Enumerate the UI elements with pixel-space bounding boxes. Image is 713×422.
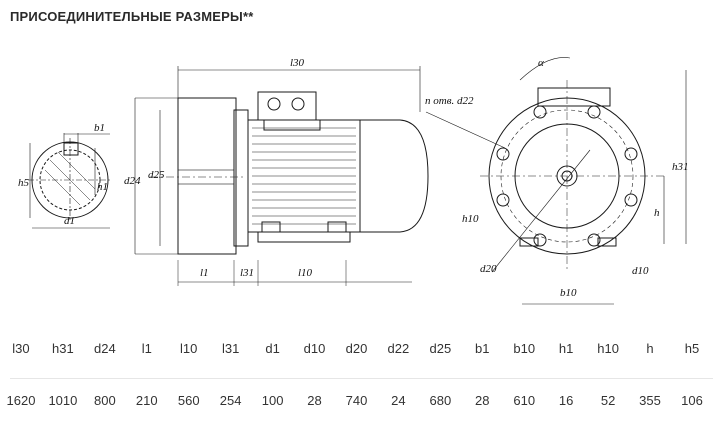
label-d10: d10	[632, 265, 649, 277]
header-cell: b1	[475, 340, 490, 356]
value-cell: 28	[307, 392, 322, 408]
label-l1: l1	[200, 267, 209, 279]
value-cell: 210	[135, 392, 158, 408]
header-cell: l10	[180, 340, 198, 356]
header-cell: l1	[141, 340, 152, 356]
table-divider	[10, 378, 713, 379]
header-cell: d20	[345, 340, 368, 356]
label-alpha: α	[538, 57, 544, 69]
header-cell: h	[646, 340, 654, 356]
header-cell: l30	[12, 340, 30, 356]
header-cell: d22	[387, 340, 410, 356]
header-cell: b10	[513, 340, 536, 356]
value-cell: 740	[345, 392, 368, 408]
label-d24: d24	[124, 175, 141, 187]
motor-side-view	[134, 66, 429, 286]
label-l31: l31	[240, 267, 254, 279]
label-h1: h1	[97, 181, 108, 193]
value-cell: 355	[639, 392, 661, 408]
header-cell: h31	[52, 340, 74, 356]
dimensions-table: l30 h31 d24 l1 l10 l31 d1 d10 d20 d22 d2…	[0, 336, 713, 422]
value-cell: 560	[177, 392, 200, 408]
header-cell: h5	[684, 340, 700, 356]
label-l10: l10	[298, 267, 313, 279]
label-b10: b10	[560, 287, 577, 299]
value-cell: 1620	[6, 392, 36, 408]
value-cell: 800	[93, 392, 116, 408]
header-cell: d1	[265, 340, 280, 356]
header-cell: d24	[93, 340, 116, 356]
header-cell: h10	[597, 340, 619, 356]
header-cell: h1	[558, 340, 574, 356]
table-header-row: l30 h31 d24 l1 l10 l31 d1 d10 d20 d22 d2…	[0, 336, 713, 360]
label-d20: d20	[480, 263, 497, 275]
value-cell: 680	[429, 392, 452, 408]
header-cell: l31	[221, 340, 240, 356]
value-cell: 254	[219, 392, 242, 408]
label-h10: h10	[462, 213, 479, 225]
label-h: h	[654, 207, 660, 219]
label-d25: d25	[148, 169, 165, 181]
header-cell: d10	[303, 340, 326, 356]
value-cell: 100	[261, 392, 284, 408]
table-row: 1620 1010 800 210 560 254 100 28 740 24 …	[0, 360, 713, 422]
value-cell: 106	[681, 392, 703, 408]
value-cell: 24	[391, 392, 406, 408]
motor-front-view	[425, 57, 687, 305]
label-l30: l30	[290, 57, 305, 69]
technical-drawing: l30 α n отв. d22 b1 h5 h1 d1 d24 d25 l1 …	[18, 57, 689, 305]
header-cell: d25	[429, 340, 452, 356]
value-cell: 1010	[48, 392, 78, 408]
page-title: ПРИСОЕДИНИТЕЛЬНЫЕ РАЗМЕРЫ**	[10, 9, 254, 24]
label-h31: h31	[672, 161, 689, 173]
shaft-section	[28, 133, 112, 229]
value-cell: 52	[600, 392, 616, 408]
label-b1: b1	[94, 122, 105, 134]
value-cell: 610	[513, 392, 536, 408]
label-n-holes: n отв. d22	[425, 95, 474, 107]
value-cell: 16	[558, 392, 574, 408]
label-d1: d1	[64, 215, 75, 227]
label-h5: h5	[18, 177, 30, 189]
value-cell: 28	[475, 392, 490, 408]
